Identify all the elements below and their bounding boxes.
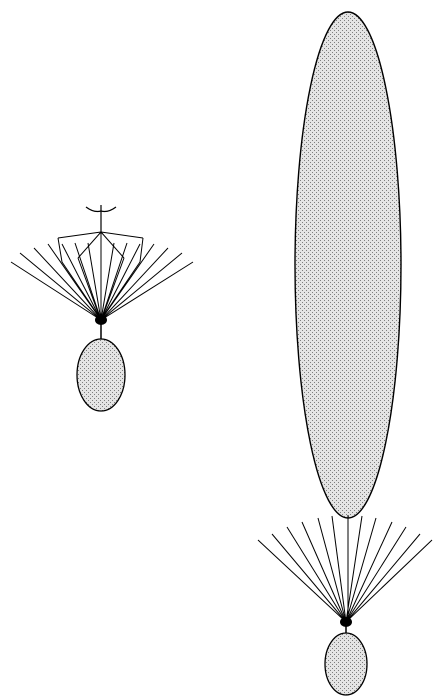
radiating-lines xyxy=(11,243,193,320)
right-pattern xyxy=(258,12,432,695)
small-oval-body xyxy=(77,339,125,411)
top-trident-mark xyxy=(86,205,116,232)
spindle-lines xyxy=(58,232,143,318)
tall-elongated-ellipse xyxy=(295,12,401,518)
radiating-lines xyxy=(258,516,432,622)
left-pattern xyxy=(11,205,193,411)
small-oval-body xyxy=(325,633,367,695)
